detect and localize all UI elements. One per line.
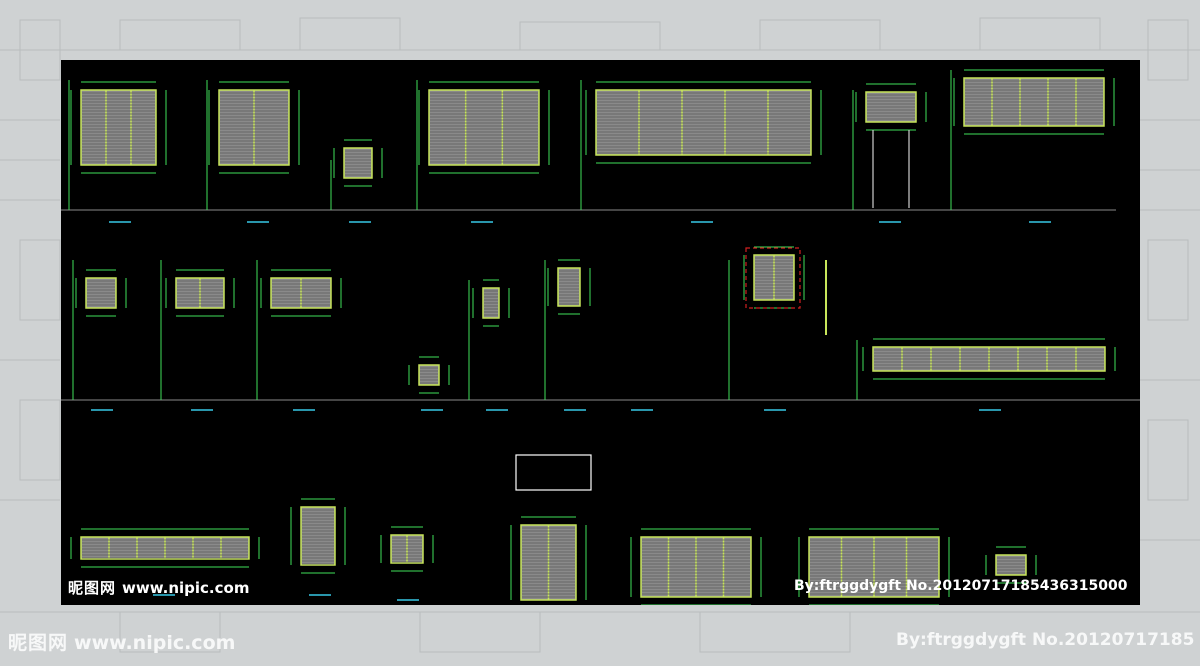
slat-panel [428,89,540,166]
highlight-box [745,247,801,309]
cad-drawing [61,69,1140,605]
slat-panel [557,267,581,307]
slat-panel [595,89,812,156]
cad-drawing-panel [61,60,1140,605]
slat-panel [80,89,157,166]
watermark-author-outer: By:ftrggdygft No.20120717185 [896,630,1195,650]
section-detail [515,454,592,491]
watermark-author-inner: By:ftrggdygft No.20120717185436315000 [794,578,1128,594]
